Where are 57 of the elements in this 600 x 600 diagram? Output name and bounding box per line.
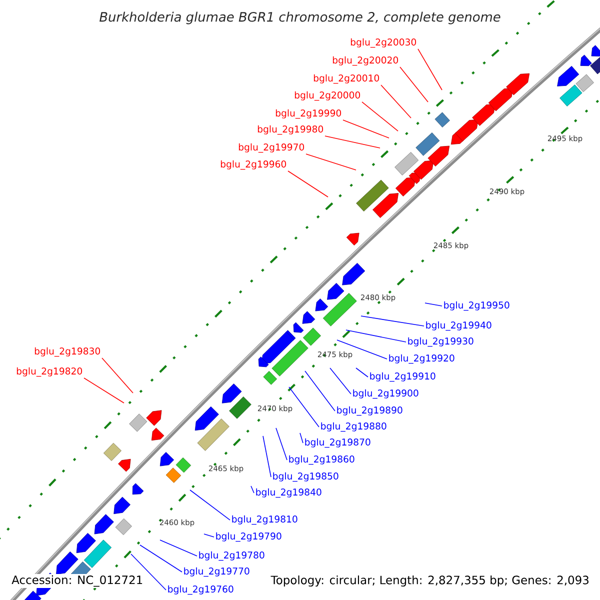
gene-label: bglu_2g20010 — [314, 74, 380, 84]
leader-line — [304, 370, 336, 412]
gene-label: bglu_2g19920 — [389, 354, 454, 364]
gene-label: bglu_2g19900 — [353, 389, 418, 399]
leader-line — [346, 330, 406, 342]
gene-label: bglu_2g20020 — [332, 56, 398, 66]
leader-line — [102, 358, 134, 394]
leader-line — [130, 554, 166, 590]
gene-label: bglu_2g19860 — [289, 455, 354, 465]
gene-label: bglu_2g19780 — [199, 551, 264, 561]
gene-label: bglu_2g19790 — [216, 532, 282, 542]
leader-line — [360, 316, 424, 326]
gene-label: bglu_2g19880 — [321, 422, 386, 432]
leader-line — [300, 432, 304, 444]
gene-label: bglu_2g19970 — [238, 143, 304, 153]
leader-line — [276, 428, 288, 460]
leader-line — [356, 368, 368, 378]
footer-text: Topology: circular; Length: 2,827,355 bp; Genes: 2,093 — [269, 574, 591, 588]
leader-line — [250, 486, 254, 494]
leader-line — [362, 102, 398, 132]
leader-line — [400, 66, 428, 102]
footer-text: Accession: NC_012721 — [10, 574, 144, 588]
leader-line — [288, 170, 328, 198]
leader-line — [84, 378, 124, 404]
gene-label: bglu_2g19770 — [184, 567, 250, 577]
gene-label: bglu_2g19820 — [16, 367, 82, 377]
leader-line — [160, 540, 198, 556]
leader-line — [306, 154, 356, 170]
gene-label: bglu_2g19940 — [426, 321, 492, 331]
gene-label: bglu_2g19830 — [34, 347, 100, 357]
leader-line — [262, 436, 272, 478]
title: Burkholderia glumae BGR1 chromosome 2, complete genome — [100, 12, 500, 24]
gene-label: bglu_2g19890 — [337, 406, 402, 416]
leader-line — [204, 534, 214, 538]
leader-line — [288, 386, 320, 428]
gene-label: bglu_2g19870 — [305, 438, 370, 448]
gene-label: bglu_2g19980 — [258, 125, 324, 135]
gene-label: bglu_2g20000 — [294, 91, 360, 101]
leader-line — [324, 136, 380, 148]
gene-label: bglu_2g20030 — [350, 38, 416, 48]
gene-label: bglu_2g19810 — [232, 515, 298, 525]
gene-label: bglu_2g19930 — [408, 337, 474, 347]
gene-label: bglu_2g19840 — [256, 488, 322, 498]
gene-label: bglu_2g19850 — [273, 472, 338, 482]
gene-label: bglu_2g19950 — [444, 301, 510, 311]
gene-label: bglu_2g19960 — [220, 160, 286, 170]
leader-line — [190, 490, 230, 520]
leader-line — [330, 368, 352, 394]
leader-line — [424, 302, 442, 306]
gene-label: bglu_2g19910 — [370, 372, 436, 382]
leader-line — [336, 340, 388, 360]
gene-label: bglu_2g19990 — [276, 109, 342, 119]
leader-line — [342, 120, 390, 138]
leader-line — [380, 84, 412, 118]
leader-line — [418, 48, 442, 90]
leader-line — [140, 544, 182, 572]
gene-label: bglu_2g19760 — [168, 585, 234, 595]
